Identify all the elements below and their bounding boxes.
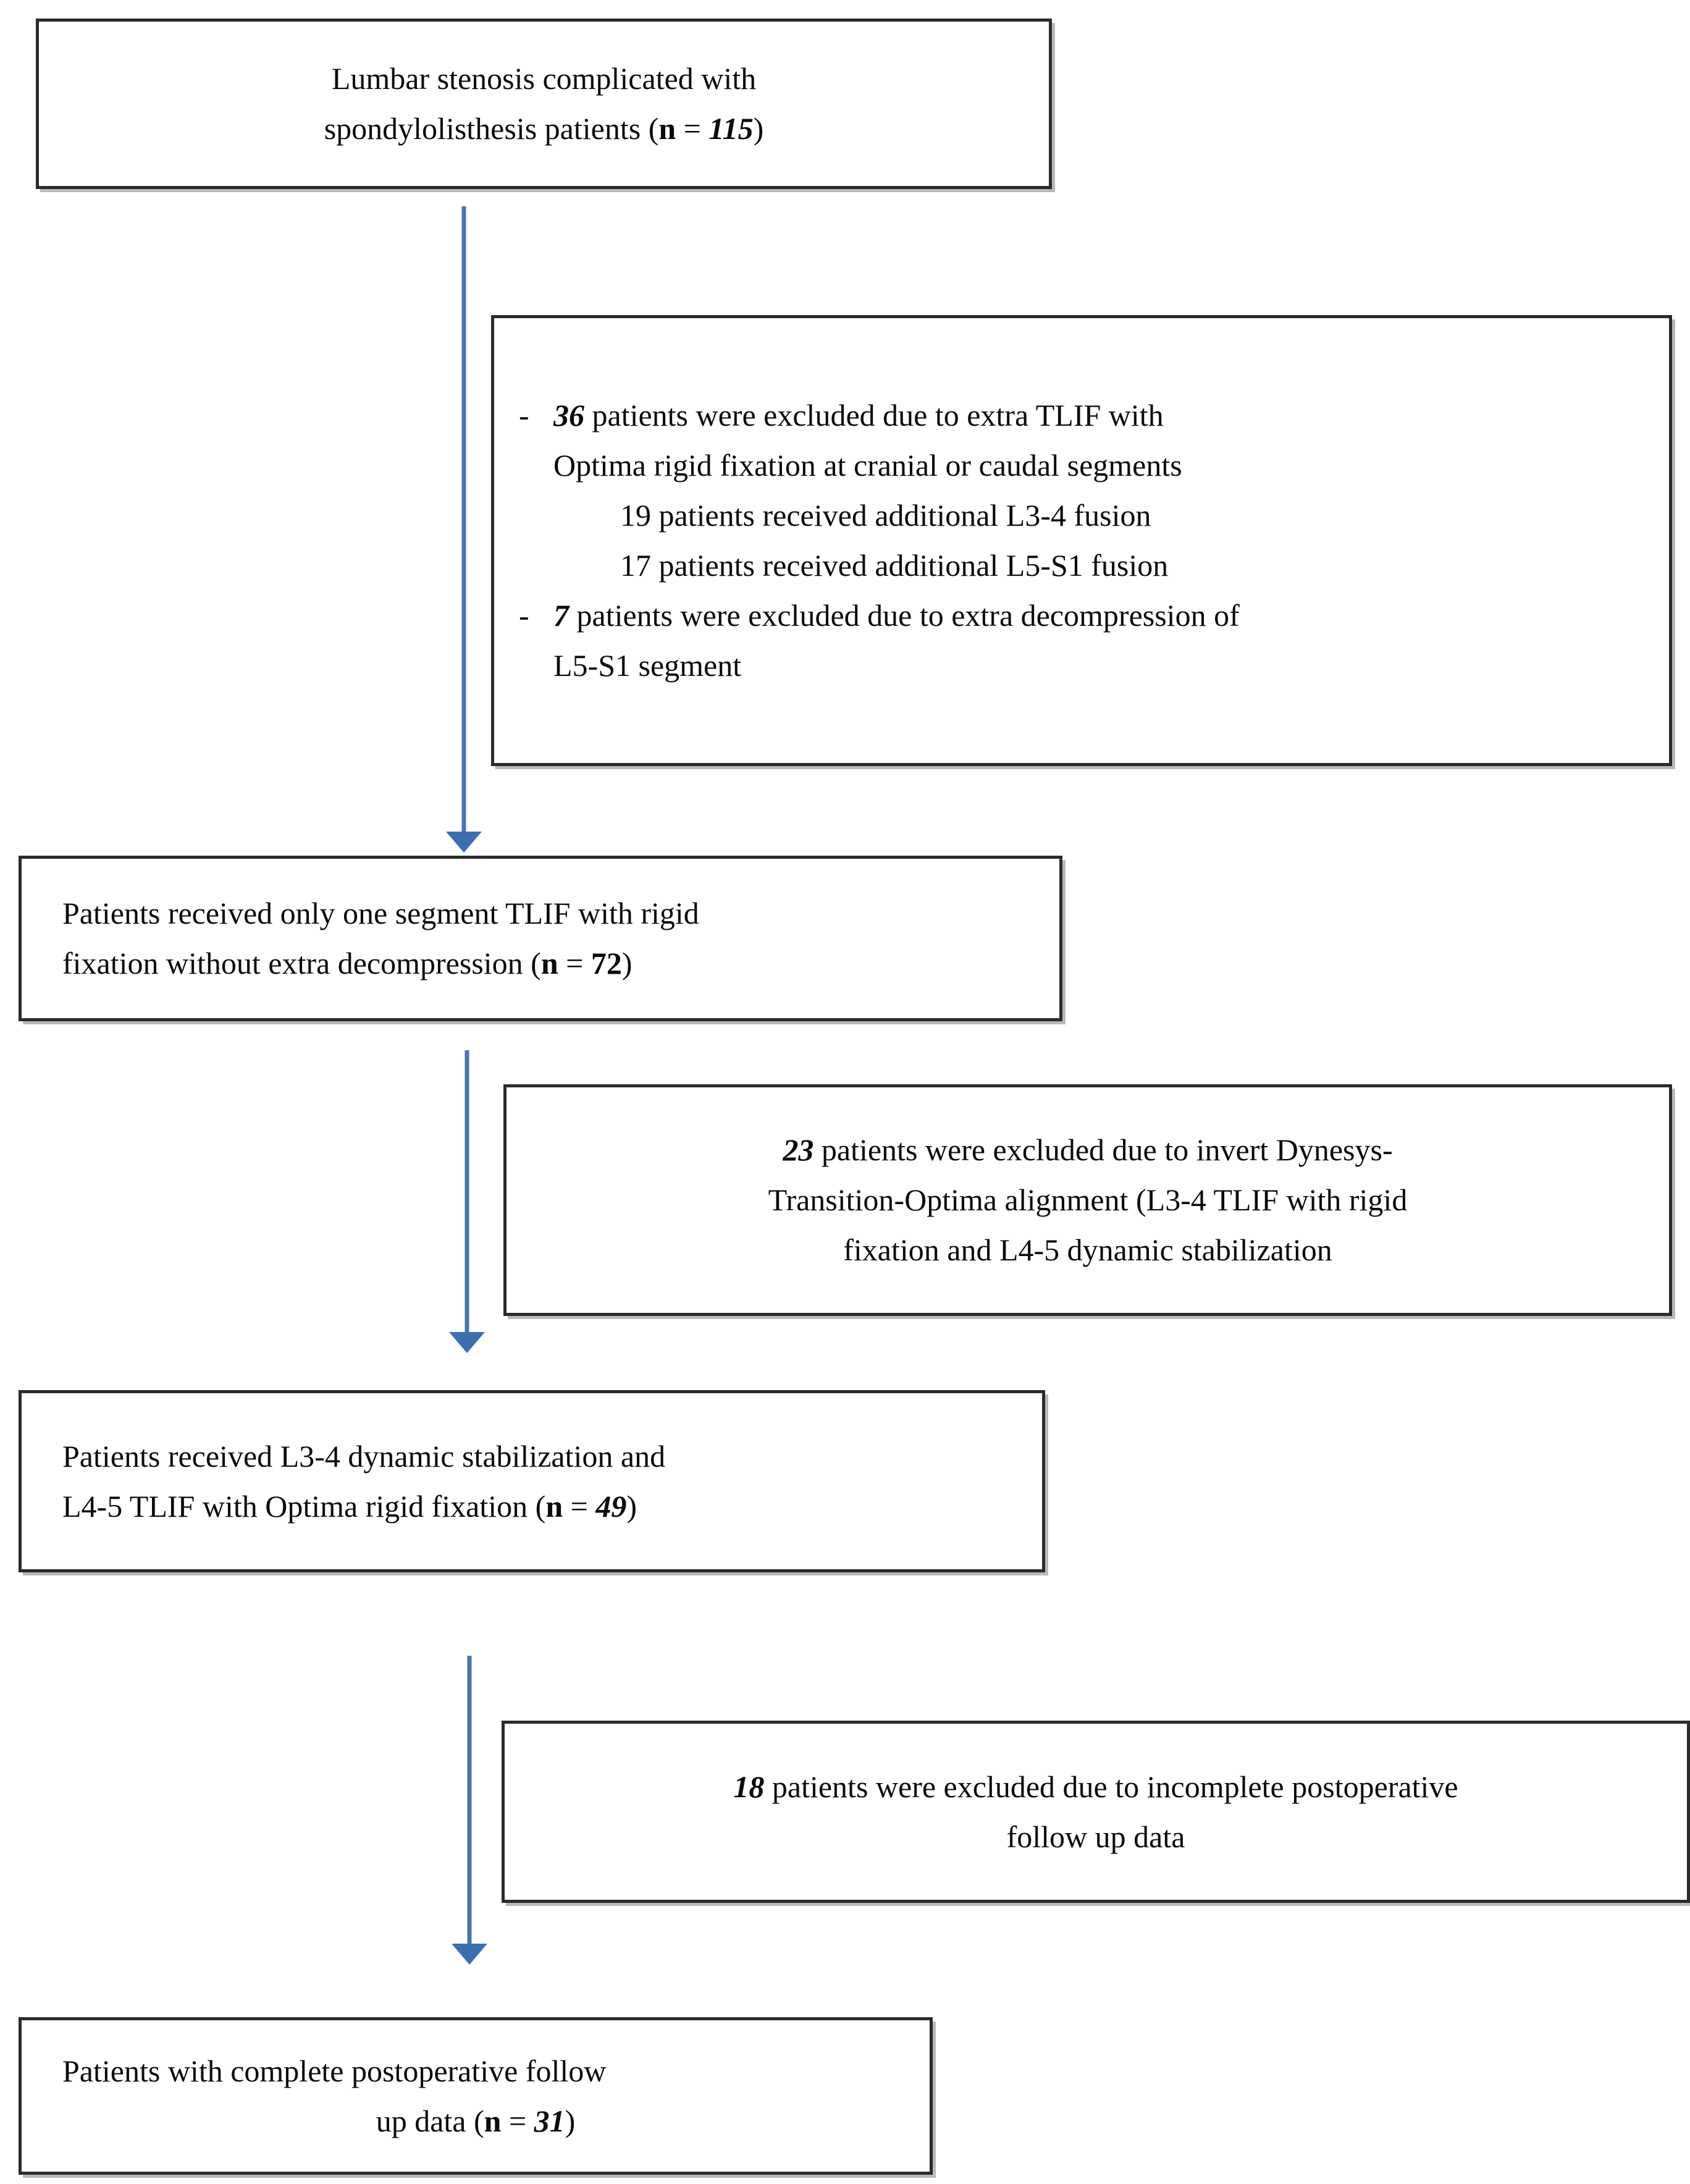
exclusion1-b1-line2: Optima rigid fixation at cranial or caud… bbox=[553, 448, 1182, 483]
exclusion1-b1-text: patients were excluded due to extra TLIF… bbox=[584, 398, 1164, 432]
final-n-label: n bbox=[484, 2103, 502, 2138]
exclusion1-bullet-1: - 36 patients were excluded due to extra… bbox=[519, 390, 1644, 591]
arrow-head-icon bbox=[452, 1944, 487, 1965]
exclusion1-sub-2: 17 patients received additional L5-S1 fu… bbox=[620, 548, 1169, 583]
arrow-dynamic-to-final bbox=[449, 1656, 490, 1965]
box-dynamic-stabilization: Patients received L3-4 dynamic stabiliza… bbox=[19, 1390, 1045, 1572]
one-segment-line-2: fixation without extra decompression (n … bbox=[46, 938, 1035, 989]
one-segment-n-label: n bbox=[540, 946, 558, 980]
exclusion3-line-1: 18 patients were excluded due to incompl… bbox=[529, 1762, 1662, 1812]
arrow-stem bbox=[465, 1050, 469, 1333]
exclusion1-b2-line1: 7 patients were excluded due to extra de… bbox=[553, 591, 1644, 641]
exclusion3-line-2: follow up data bbox=[1006, 1819, 1185, 1854]
box-exclusion-extra-tlif: - 36 patients were excluded due to extra… bbox=[491, 315, 1672, 766]
arrow-stem bbox=[461, 206, 466, 833]
dynamic-line2-prefix: L4-5 TLIF with Optima rigid fixation ( bbox=[62, 1488, 546, 1524]
final-line-1: Patients with complete postoperative fol… bbox=[62, 2053, 607, 2088]
bullet-dash-icon-2: - bbox=[519, 598, 529, 633]
exclusion1-b1-value: 36 bbox=[553, 398, 584, 432]
box-exclusion-incomplete-followup: 18 patients were excluded due to incompl… bbox=[502, 1721, 1690, 1903]
exclusion1-b2-text: patients were excluded due to extra deco… bbox=[569, 598, 1240, 633]
enrolled-line-1: Lumbar stenosis complicated with bbox=[331, 61, 757, 96]
exclusion2-value: 23 bbox=[783, 1132, 814, 1167]
dynamic-n-label: n bbox=[545, 1488, 563, 1524]
enrolled-equals: = bbox=[676, 111, 709, 146]
final-line2-prefix: up data ( bbox=[376, 2103, 484, 2138]
dynamic-line-2: L4-5 TLIF with Optima rigid fixation (n … bbox=[46, 1482, 1017, 1532]
enrolled-line2-prefix: spondylolisthesis patients ( bbox=[324, 111, 659, 146]
arrow-enrolled-to-one-segment bbox=[444, 206, 484, 853]
exclusion1-b1-line1: 36 patients were excluded due to extra T… bbox=[553, 390, 1644, 441]
dynamic-line-1: Patients received L3-4 dynamic stabiliza… bbox=[62, 1438, 666, 1474]
box-enrolled-patients: Lumbar stenosis complicated with spondyl… bbox=[36, 19, 1052, 189]
box-exclusion-invert-alignment: 23 patients were excluded due to invert … bbox=[503, 1084, 1672, 1316]
exclusion1-sub-1: 19 patients received additional L3-4 fus… bbox=[620, 498, 1151, 533]
box-one-segment-tlif: Patients received only one segment TLIF … bbox=[19, 856, 1062, 1021]
arrow-head-icon bbox=[449, 1332, 485, 1353]
enrolled-line-2: spondylolisthesis patients (n = 115) bbox=[64, 104, 1024, 154]
box-final-cohort: Patients with complete postoperative fol… bbox=[19, 2017, 933, 2175]
final-n-value: 31 bbox=[534, 2103, 565, 2138]
enrolled-line2-suffix: ) bbox=[753, 111, 764, 146]
exclusion1-b2-value: 7 bbox=[553, 598, 569, 633]
one-segment-line2-prefix: fixation without extra decompression ( bbox=[62, 946, 541, 980]
arrow-head-icon bbox=[446, 832, 482, 853]
bullet-2-text: 7 patients were excluded due to extra de… bbox=[553, 591, 1644, 691]
one-segment-n-value: 72 bbox=[591, 946, 622, 980]
exclusion1-b2-line2: L5-S1 segment bbox=[553, 648, 742, 683]
exclusion3-value: 18 bbox=[733, 1769, 765, 1804]
arrow-stem bbox=[467, 1656, 472, 1945]
arrow-one-segment-to-dynamic bbox=[447, 1050, 487, 1353]
final-equals: = bbox=[501, 2103, 534, 2138]
dynamic-n-value: 49 bbox=[595, 1488, 627, 1524]
exclusion1-bullet-2: - 7 patients were excluded due to extra … bbox=[519, 591, 1644, 691]
bullet-1-text: 36 patients were excluded due to extra T… bbox=[553, 390, 1644, 591]
enrolled-n-value: 115 bbox=[708, 111, 754, 146]
one-segment-line2-suffix: ) bbox=[621, 946, 633, 980]
one-segment-line-1: Patients received only one segment TLIF … bbox=[62, 896, 699, 930]
enrolled-n-label: n bbox=[658, 111, 676, 146]
exclusion2-line-3: fixation and L4-5 dynamic stabilization bbox=[843, 1233, 1332, 1267]
final-line2-suffix: ) bbox=[565, 2103, 576, 2138]
dynamic-equals: = bbox=[563, 1488, 596, 1524]
bullet-dash-icon: - bbox=[519, 398, 529, 432]
one-segment-equals: = bbox=[558, 946, 591, 980]
dynamic-line2-suffix: ) bbox=[626, 1488, 637, 1524]
exclusion2-line-2: Transition-Optima alignment (L3-4 TLIF w… bbox=[768, 1183, 1408, 1217]
exclusion3-text-1: patients were excluded due to incomplete… bbox=[764, 1769, 1458, 1804]
final-line-2: up data (n = 31) bbox=[46, 2096, 905, 2146]
exclusion2-text-1: patients were excluded due to invert Dyn… bbox=[813, 1132, 1393, 1167]
exclusion2-line-1: 23 patients were excluded due to invert … bbox=[531, 1125, 1644, 1175]
